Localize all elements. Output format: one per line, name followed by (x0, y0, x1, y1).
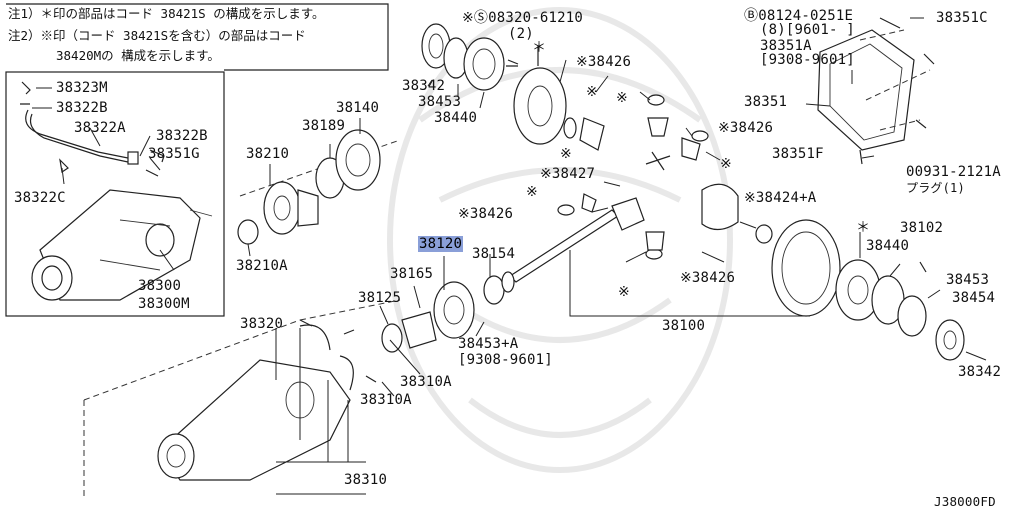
diagram-code: J38000FD (934, 494, 996, 509)
part-label-38351A[interactable]: 38351A (760, 38, 812, 54)
part-label-38210[interactable]: 38210 (246, 146, 290, 162)
pinion-bearing-group-top (421, 23, 505, 109)
part-label-38351A-date: [9308-9601] (760, 52, 855, 68)
part-label-38351[interactable]: 38351 (744, 94, 788, 110)
misc-leaders (559, 59, 853, 263)
bolt-label-08124[interactable]: Ⓑ08124-0251E (744, 8, 854, 24)
part-label-38210A[interactable]: 38210A (236, 258, 288, 274)
part-label-38453A[interactable]: 38453+A (458, 336, 519, 352)
part-label-38310[interactable]: 38310 (344, 472, 388, 488)
companion-flange-group (237, 118, 401, 257)
part-label-38310A-b[interactable]: 38310A (360, 392, 412, 408)
star-mark-right: ＊ (856, 220, 871, 236)
kome-mark-5: ※ (526, 184, 538, 200)
part-label-38320[interactable]: 38320 (240, 316, 284, 332)
note-line-2: 注2）※印（コード 38421Sを含む）の部品はコード (8, 28, 306, 43)
part-label-38453-top[interactable]: 38453 (418, 94, 462, 110)
part-label-38426-a[interactable]: ※38426 (576, 54, 632, 70)
part-label-38426-c[interactable]: ※38426 (458, 206, 514, 222)
part-label-38454[interactable]: 38454 (952, 290, 996, 306)
notes-frame (6, 3, 389, 71)
differential-case-top (506, 46, 605, 151)
pinion-bearing-spacer (379, 254, 515, 353)
bolt-qty-label: (2) (508, 26, 534, 42)
part-label-00931[interactable]: 00931-2121A (906, 164, 1001, 180)
differential-carrier-small (31, 189, 213, 301)
part-label-38165[interactable]: 38165 (390, 266, 434, 282)
part-label-38453-right[interactable]: 38453 (946, 272, 990, 288)
part-label-38120[interactable]: 38120 (418, 236, 464, 252)
kome-mark-1: ※ (586, 84, 598, 100)
part-label-38426-b[interactable]: ※38426 (718, 120, 774, 136)
part-label-38342-right[interactable]: 38342 (958, 364, 1002, 380)
part-label-38351C[interactable]: 38351C (936, 10, 988, 26)
part-label-38426-d[interactable]: ※38426 (680, 270, 736, 286)
part-label-38140[interactable]: 38140 (336, 100, 380, 116)
part-label-38102[interactable]: 38102 (900, 220, 944, 236)
part-label-38125[interactable]: 38125 (358, 290, 402, 306)
watermark-crest (387, 7, 733, 473)
plug-label: プラグ(1) (906, 181, 965, 195)
inset-leaders (32, 87, 175, 271)
part-label-38351G[interactable]: 38351G (148, 146, 200, 162)
note-line-1: 注1）＊印の部品はコード 38421S の構成を示します。 (8, 6, 325, 21)
bolt-b-qty-label: (8)[9601- ] (760, 22, 855, 38)
part-label-38440-top[interactable]: 38440 (434, 110, 478, 126)
part-label-38424A[interactable]: ※38424+A (744, 190, 817, 206)
star-mark-top: ＊ (532, 40, 547, 56)
part-label-38300[interactable]: 38300 (138, 278, 182, 294)
ring-gear (771, 219, 841, 317)
bolt-label-08320[interactable]: ※Ⓢ08320-61210 (462, 10, 584, 26)
part-label-38322A[interactable]: 38322A (74, 120, 126, 136)
differential-case-right (835, 232, 987, 361)
part-label-38342-top[interactable]: 38342 (402, 78, 446, 94)
inset-box (5, 71, 225, 317)
part-label-38453A-date: [9308-9601] (458, 352, 553, 368)
kome-mark-2: ※ (616, 90, 628, 106)
part-label-38189[interactable]: 38189 (302, 118, 346, 134)
part-label-38427[interactable]: ※38427 (540, 166, 596, 182)
part-label-38323M[interactable]: 38323M (56, 80, 108, 96)
part-label-38100[interactable]: 38100 (662, 318, 706, 334)
breather-hose-group (20, 81, 165, 177)
part-label-38154[interactable]: 38154 (472, 246, 516, 262)
rear-cover (805, 17, 935, 165)
part-label-38351F[interactable]: 38351F (772, 146, 824, 162)
part-label-38310A-a[interactable]: 38310A (400, 374, 452, 390)
kome-mark-4: ※ (720, 156, 732, 172)
differential-housing (83, 299, 421, 500)
part-label-38300M[interactable]: 38300M (138, 296, 190, 312)
part-label-38440-right[interactable]: 38440 (866, 238, 910, 254)
kome-mark-3: ※ (560, 146, 572, 162)
part-label-38322C[interactable]: 38322C (14, 190, 66, 206)
side-gears-washers (557, 94, 773, 260)
note-line-3: 38420Mの 構成を示します。 (56, 48, 220, 63)
part-label-38322B[interactable]: 38322B (56, 100, 108, 116)
kome-mark-6: ※ (618, 284, 630, 300)
part-label-38322B-2[interactable]: 38322B (156, 128, 208, 144)
highlighted-part-38120[interactable]: 38120 (418, 236, 464, 252)
